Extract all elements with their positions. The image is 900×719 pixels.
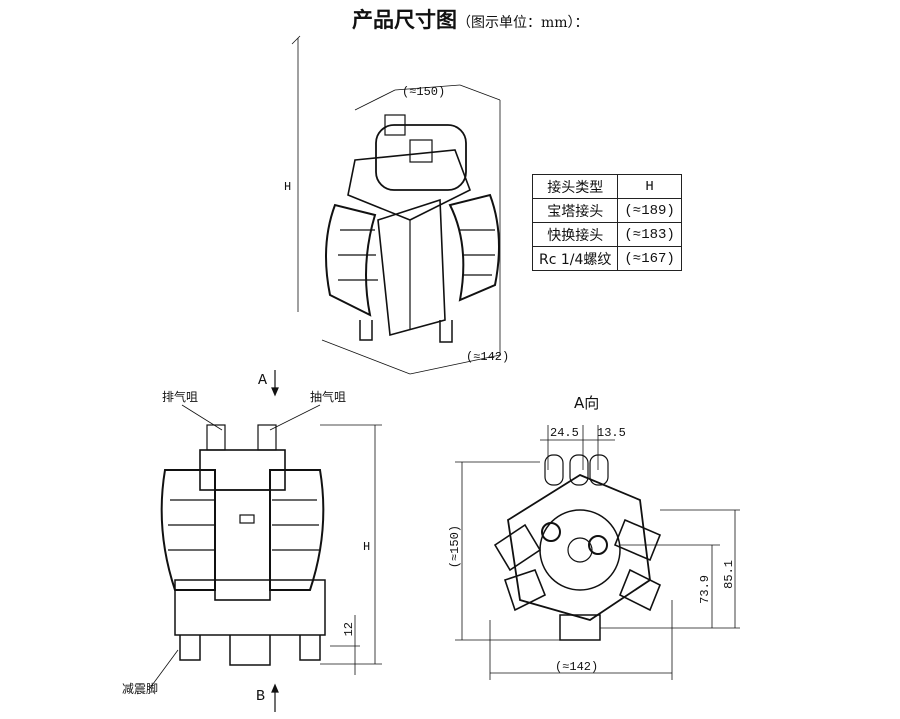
iso-height-label: H [284,180,292,194]
suction-nozzle-label: 抽气咀 [310,390,347,404]
dim-13-5-label: 13.5 [597,426,626,440]
a-view-drawing [455,425,740,680]
dim-24-5-label: 24.5 [550,426,579,440]
iso-width-label: (≈150) [402,85,446,99]
table-row: 宝塔接头(≈189) [531,198,682,223]
table-row: 快换接头(≈183) [531,222,682,247]
damping-foot-label: 减震脚 [122,682,159,696]
a-view-width-label: (≈142) [555,660,599,674]
dim-85-1-label: 85.1 [722,560,736,589]
page-title: 产品尺寸图（图示单位：mm）： [352,7,589,32]
front-pump-drawing [149,370,382,712]
a-view-height-label: (≈150) [448,525,462,569]
exhaust-nozzle-label: 排气咀 [162,390,199,404]
view-arrow-a-label: A [258,372,268,389]
dim-73-9-label: 73.9 [698,575,712,604]
a-view-title: A向 [574,394,600,412]
iso-pump-drawing [291,35,501,375]
table-row: Rc 1/4螺纹(≈167) [531,246,682,271]
view-arrow-b-label: B [256,688,266,705]
iso-depth-label: (≈142) [466,350,510,364]
front-height-label: H [363,540,371,554]
foot-height-label: 12 [342,622,356,637]
